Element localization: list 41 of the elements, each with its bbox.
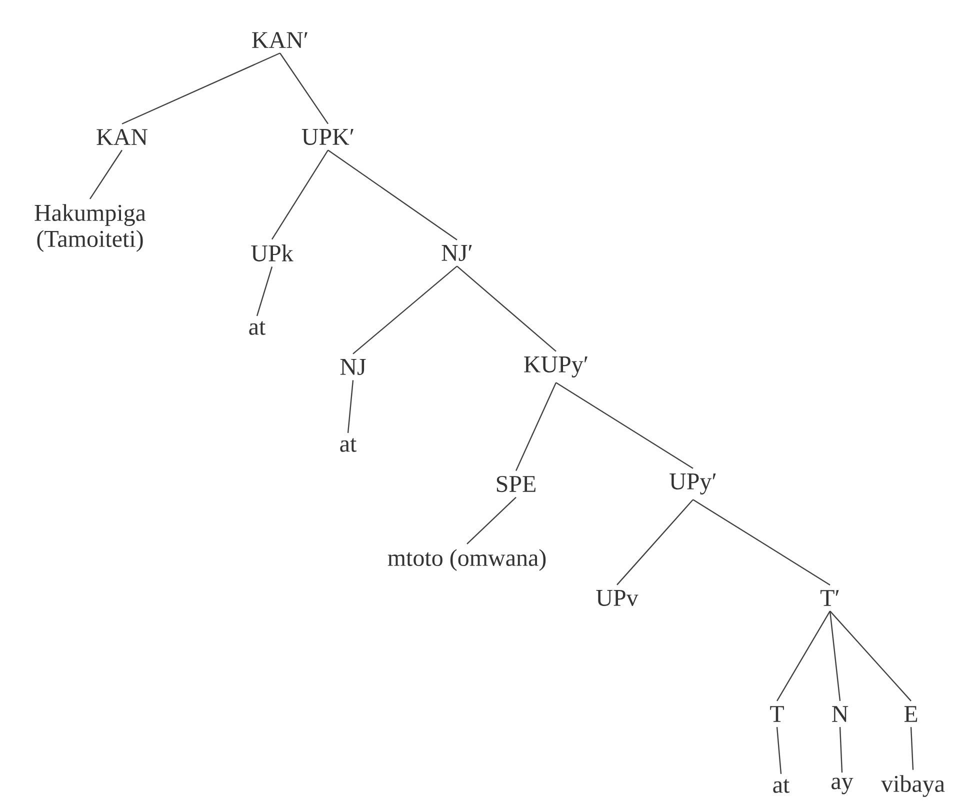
- tree-label: mtoto (omwana): [388, 549, 546, 571]
- tree-label: T′: [820, 590, 839, 606]
- tree-branch: [776, 610, 831, 702]
- tree-label: N: [832, 706, 848, 722]
- tree-branch: [829, 611, 841, 702]
- tree-branch: [90, 150, 122, 200]
- tree-branch: [466, 496, 516, 544]
- tree-label: at: [249, 321, 266, 335]
- tree-branch: [272, 150, 329, 240]
- tree-label: UPv: [596, 590, 638, 606]
- tree-branch: [839, 727, 843, 773]
- tree-branch: [830, 610, 912, 702]
- tree-label: vibaya: [881, 775, 945, 797]
- tree-label: E: [904, 706, 918, 722]
- tree-label: Hakumpiga (Tamoiteti): [34, 204, 146, 252]
- tree-label: UPy′: [670, 474, 716, 494]
- tree-branch: [280, 52, 328, 124]
- tree-branch: [776, 727, 782, 774]
- tree-branch: [616, 499, 694, 586]
- tree-label: NJ: [340, 359, 366, 375]
- tree-label: ay: [832, 778, 854, 794]
- tree-label: KUPy′: [524, 356, 588, 378]
- tree-branch: [122, 52, 280, 124]
- tree-label: UPK′: [302, 129, 354, 145]
- tree-branch: [456, 266, 556, 352]
- tree-label: KAN′: [252, 32, 308, 48]
- tree-branch: [328, 150, 458, 240]
- tree-branch: [256, 266, 273, 316]
- tree-label: T: [770, 706, 784, 722]
- tree-label: at: [773, 779, 790, 793]
- tree-label: UPk: [251, 244, 294, 262]
- tree-label: SPE: [496, 476, 536, 492]
- tree-branch: [352, 266, 458, 354]
- tree-label: NJ′: [442, 245, 472, 261]
- tree-branch: [692, 499, 830, 586]
- tree-branch: [347, 380, 354, 433]
- tree-branch: [515, 382, 557, 471]
- tree-branch: [910, 727, 914, 770]
- tree-branch: [556, 382, 694, 469]
- tree-label: KAN: [96, 129, 148, 145]
- tree-label: at: [340, 438, 357, 452]
